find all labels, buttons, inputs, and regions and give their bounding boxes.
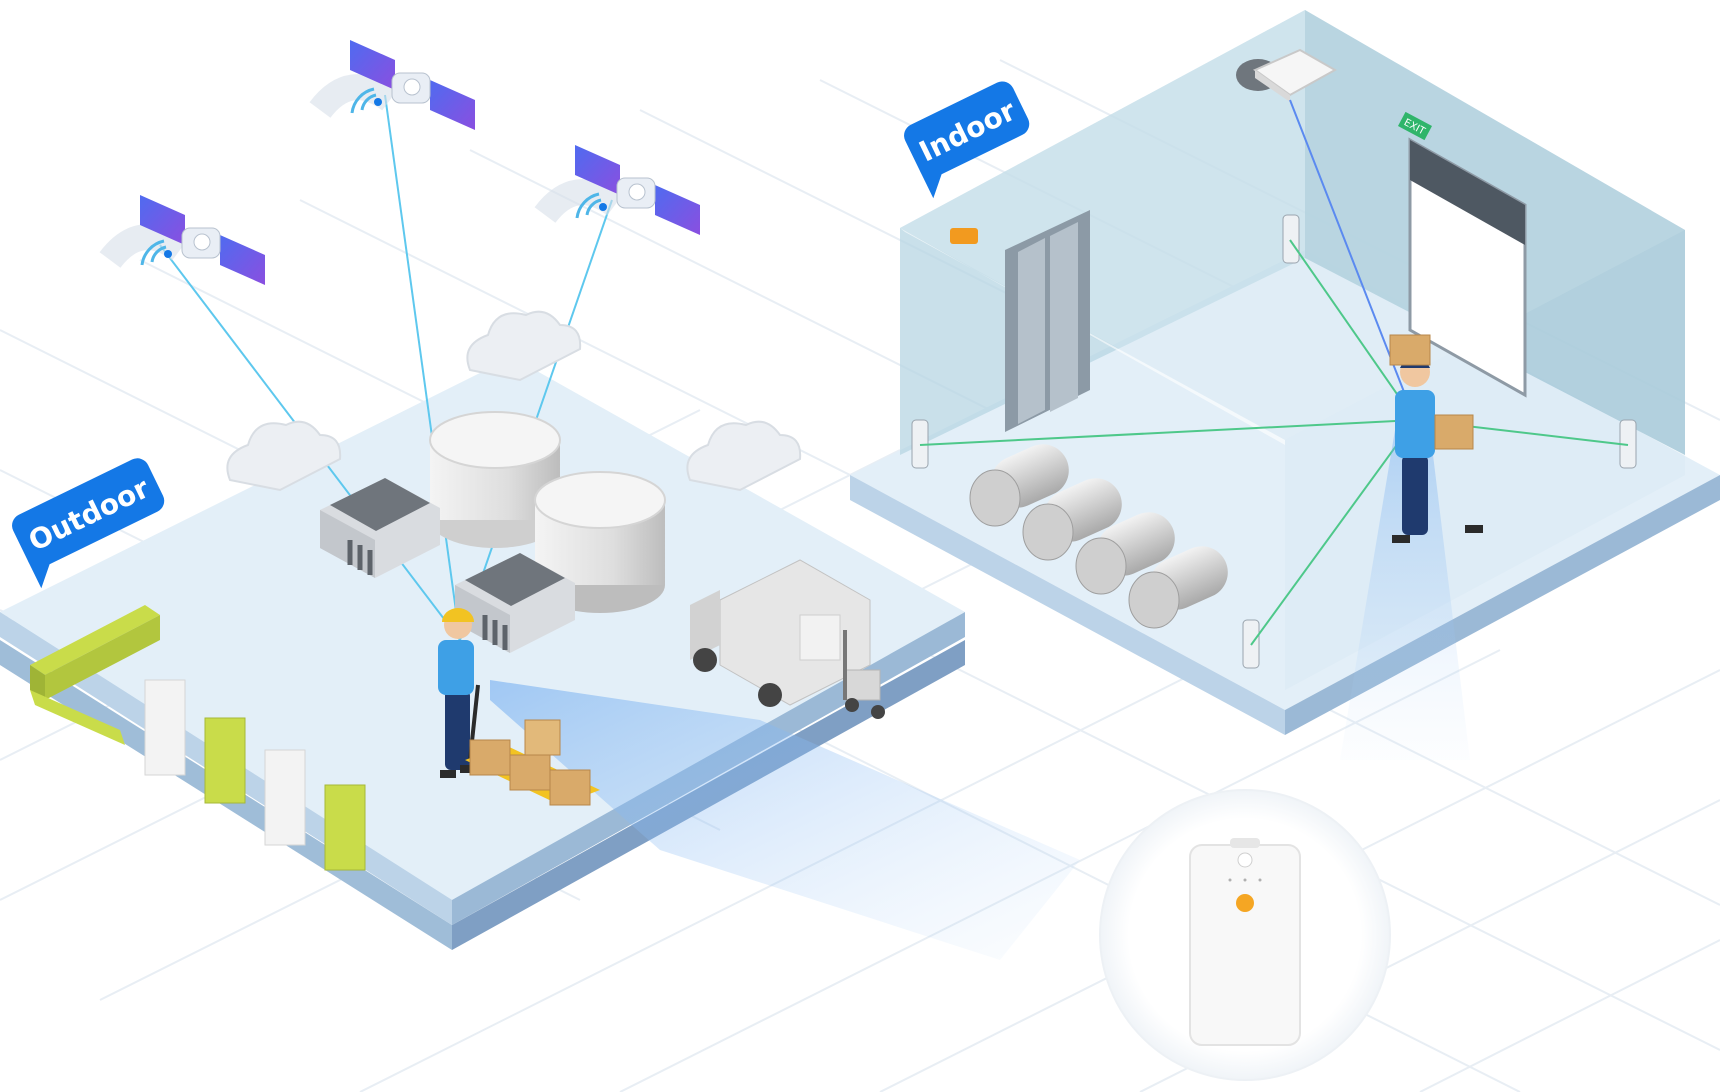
tracker-device-icon [1189, 838, 1301, 1046]
satellite-icon [534, 145, 700, 235]
cloud-icon [226, 420, 342, 492]
truck-icon [690, 559, 871, 707]
satellite-icon [99, 195, 265, 285]
storage-tank [534, 471, 666, 613]
forklift-icon [843, 630, 885, 719]
cloud-icon [686, 420, 802, 492]
indoor-label: Indoor [904, 81, 1030, 199]
loading-door: EXIT [1398, 111, 1527, 398]
hvac-unit [455, 553, 575, 653]
satellite-icon [309, 40, 475, 130]
worker-icon [438, 608, 476, 778]
process-tank [1128, 546, 1228, 629]
yard-blocks [30, 605, 366, 871]
worker-icon [1389, 334, 1483, 543]
process-tank [1075, 512, 1175, 595]
process-tank [1022, 478, 1122, 561]
cloud-icon [466, 310, 582, 382]
tracker-device-callout [1099, 789, 1391, 1081]
warning-light [950, 228, 978, 244]
indoor-tracker-cone [1340, 430, 1470, 760]
uwb-anchor [1282, 214, 1300, 264]
gateway-icon [1236, 48, 1338, 102]
elevator-door [1005, 210, 1090, 432]
hvac-unit [320, 478, 440, 578]
process-tank [969, 444, 1069, 527]
pallet-jack [465, 684, 600, 806]
indoor-signal-beams [919, 99, 1629, 646]
tracker-signal-cone [490, 680, 1080, 960]
